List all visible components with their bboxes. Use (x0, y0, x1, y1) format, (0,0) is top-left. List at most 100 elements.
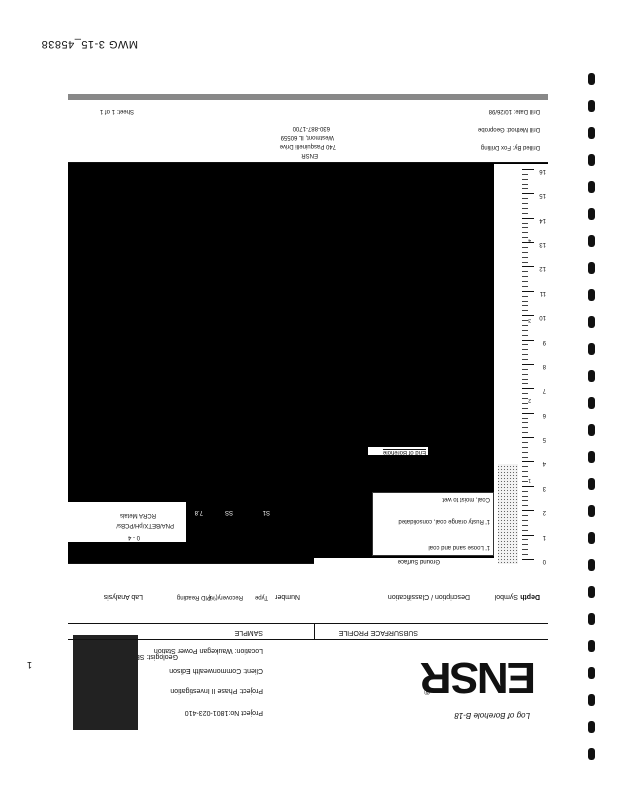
layer-coal-moist: Coal, moist to wet (442, 496, 490, 502)
depth-minor-tick (522, 466, 528, 468)
depth-minor-tick (522, 495, 528, 497)
col-number: Number (275, 593, 300, 600)
header-rule-top (68, 639, 548, 640)
logo-registered-mark: ® (424, 687, 430, 696)
sample-type: SS (224, 509, 233, 515)
lab-analysis-2: RCRA Metals (119, 512, 156, 518)
layer-rusty-coal: 1' Rusty orange coal, consolidated (398, 518, 490, 524)
binder-hole (588, 208, 595, 220)
depth-minor-tick (522, 544, 528, 546)
meter-tick-label: 3 (528, 317, 531, 324)
col-type: Type (254, 594, 268, 600)
ensr-logo: ENSR (421, 653, 536, 702)
document-id: MWG 3-15_45838 (41, 38, 138, 50)
company-address-2: Westmont, IL 60559 (280, 134, 334, 140)
depth-minor-tick (522, 446, 528, 448)
binder-hole (588, 289, 595, 301)
binder-hole (588, 478, 595, 490)
col-description: Description / Classification (387, 593, 470, 600)
depth-minor-tick (522, 505, 528, 507)
binder-hole (588, 694, 595, 706)
depth-minor-tick (522, 383, 528, 385)
binder-hole (588, 505, 595, 517)
depth-tick-label: 10 (539, 314, 546, 321)
depth-minor-tick (522, 354, 528, 356)
drill-date: Drill Date: 10/26/98 (488, 108, 540, 114)
depth-tick (522, 534, 534, 536)
depth-tick (522, 485, 534, 487)
depth-tick (522, 315, 534, 317)
binder-hole (588, 586, 595, 598)
company-name: ENSR (301, 152, 318, 158)
col-lab-analysis: Lab Analysis (103, 593, 143, 600)
depth-tick (522, 169, 534, 170)
company-phone: 630-887-1700 (292, 125, 330, 131)
depth-tick (522, 412, 534, 414)
depth-tick-label: 5 (542, 436, 546, 443)
depth-minor-tick (522, 305, 528, 307)
depth-minor-tick (522, 256, 528, 258)
depth-tick-label: 14 (539, 216, 546, 223)
depth-tick-label: 8 (542, 363, 546, 369)
depth-minor-tick (522, 403, 528, 404)
log-title: Log of Borehole B-18 (454, 711, 530, 720)
depth-tick-label: 12 (539, 265, 546, 272)
binder-hole (588, 451, 595, 463)
lab-analysis-1: PNA/BETX/pH/PCBs/ (116, 522, 174, 528)
depth-minor-tick (522, 407, 528, 409)
depth-tick-label: 1 (542, 533, 546, 540)
binder-holes (584, 40, 598, 760)
depth-tick (522, 364, 534, 365)
depth-minor-tick (522, 520, 528, 521)
depth-minor-tick (522, 173, 528, 175)
depth-minor-tick (522, 251, 528, 253)
binder-hole (588, 424, 595, 436)
depth-minor-tick (522, 349, 528, 351)
depth-minor-tick (522, 198, 528, 200)
depth-tick (522, 339, 534, 341)
depth-minor-tick (522, 281, 528, 283)
depth-minor-tick (522, 515, 528, 517)
col-depth: Depth (520, 593, 540, 600)
depth-tick (522, 388, 534, 390)
section-sample: SAMPLE (234, 629, 263, 636)
meter-tick-label: 1 (528, 477, 531, 484)
depth-minor-tick (522, 208, 528, 209)
depth-minor-tick (522, 300, 528, 302)
depth-minor-tick (522, 432, 528, 434)
depth-tick (522, 461, 534, 463)
depth-minor-tick (522, 329, 528, 331)
depth-tick-label: 16 (539, 168, 546, 174)
col-recovery: Recovery(%) (208, 594, 243, 600)
company-address-1: 740 Pasquinelli Drive (279, 143, 336, 149)
depth-minor-tick (522, 427, 528, 429)
binder-hole (588, 316, 595, 328)
ground-surface-label: Ground Surface (397, 558, 440, 564)
section-divider (314, 624, 315, 640)
depth-minor-tick (522, 490, 528, 492)
depth-tick-label: 13 (539, 241, 546, 248)
binder-hole (588, 640, 595, 652)
binder-hole (588, 181, 595, 193)
depth-tick-label: 11 (539, 289, 546, 296)
section-subsurface-profile: SUBSURFACE PROFILE (338, 629, 418, 636)
depth-minor-tick (522, 222, 528, 224)
page-mark: 1 (26, 660, 32, 670)
depth-minor-tick (522, 378, 528, 380)
drill-method: Drill Method: Geoprobe (477, 126, 540, 132)
depth-minor-tick (522, 276, 528, 278)
depth-minor-tick (522, 524, 528, 526)
client-name: Client: Commonwealth Edison (169, 667, 263, 674)
drilled-by: Drilled By: Fox Drilling (480, 144, 540, 150)
binder-hole (588, 154, 595, 166)
depth-minor-tick (522, 359, 528, 361)
depth-minor-tick (522, 529, 528, 531)
depth-tick-label: 2 (542, 509, 546, 516)
binder-hole (588, 397, 595, 409)
depth-minor-tick (522, 271, 528, 273)
depth-minor-tick (522, 471, 528, 473)
col-symbol: Symbol (494, 593, 518, 600)
depth-minor-tick (522, 286, 528, 287)
